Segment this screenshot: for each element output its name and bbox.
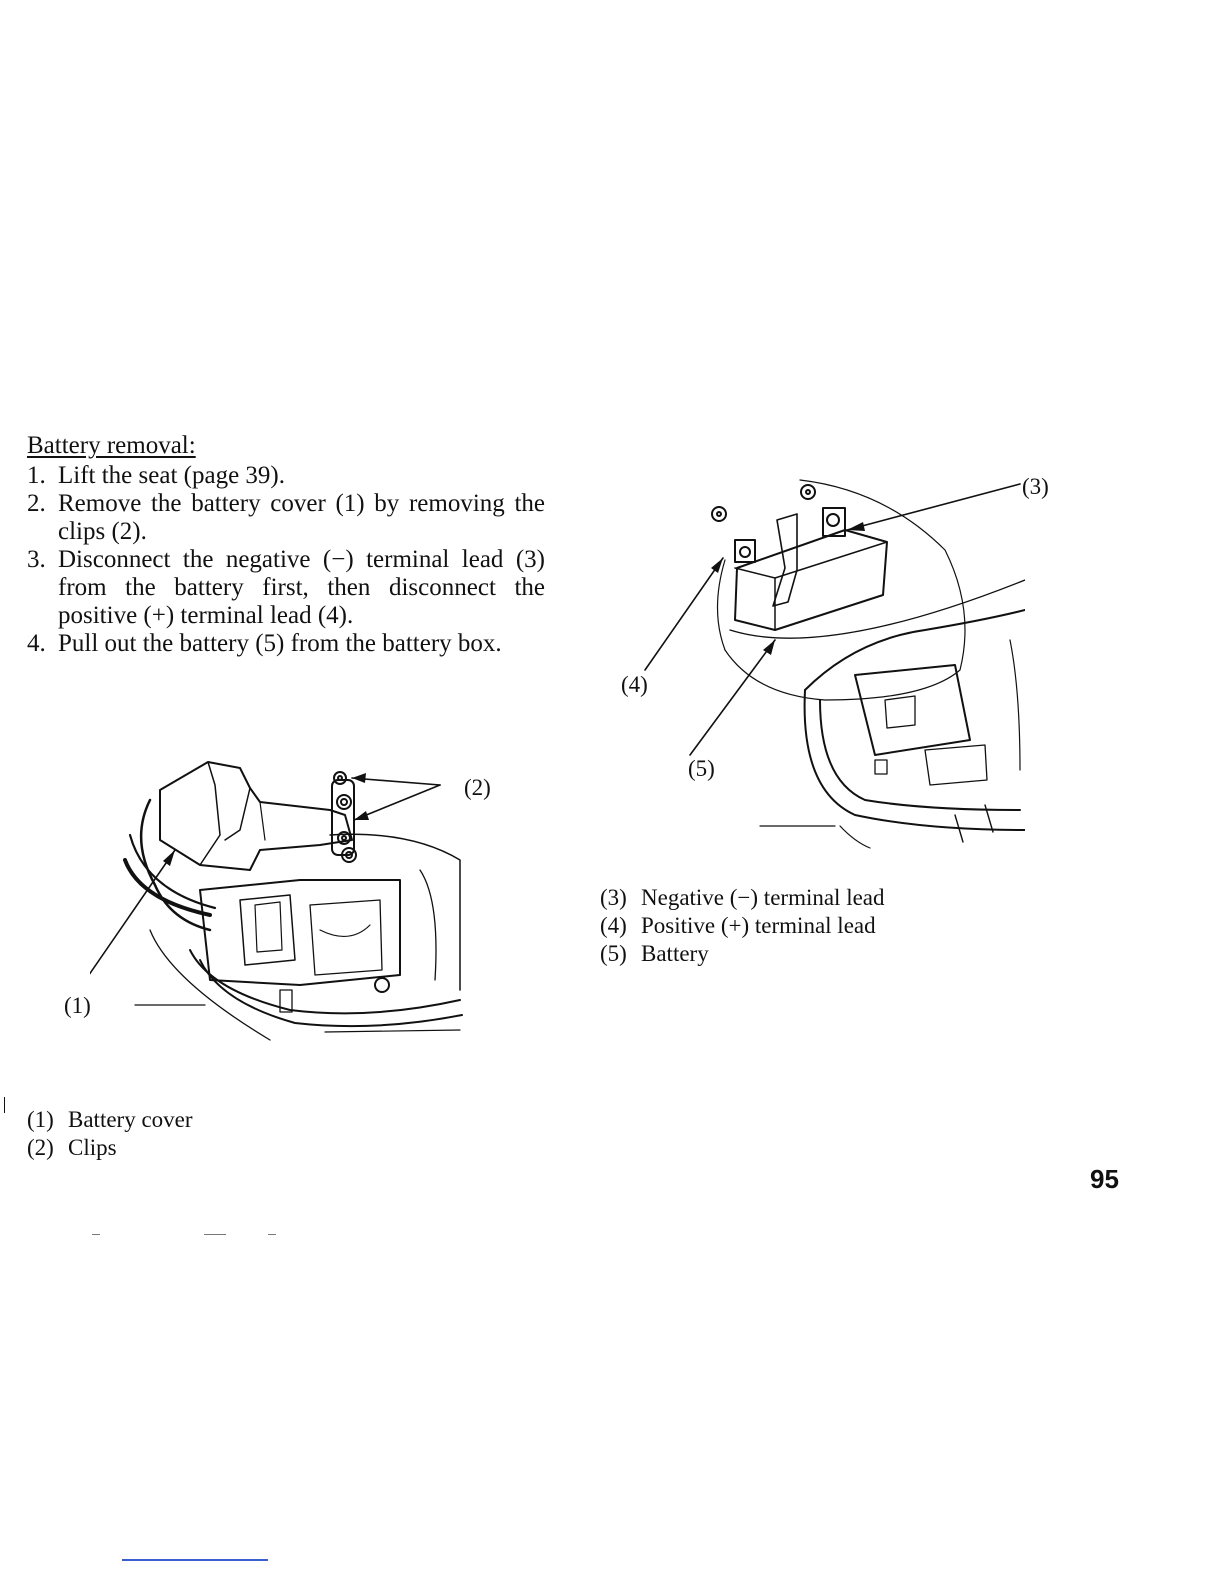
legend-ref: (2)	[27, 1135, 54, 1160]
step-item: 1. Lift the seat (page 39).	[27, 462, 545, 490]
callout-negative-lead: (3)	[1022, 474, 1049, 499]
edge-mark	[4, 1097, 5, 1113]
callout-battery-cover: (1)	[64, 993, 91, 1018]
legend-ref: (4)	[600, 913, 627, 938]
legend-ref: (3)	[600, 885, 627, 910]
step-number: 1.	[27, 462, 46, 489]
legend-ref: (1)	[27, 1107, 54, 1132]
bottom-rule	[122, 1559, 268, 1561]
battery-terminal-illustration	[644, 479, 1025, 849]
legend-item: (2) Clips	[27, 1134, 193, 1162]
legend-item: (1) Battery cover	[27, 1106, 193, 1134]
legend-label: Positive (+) terminal lead	[641, 913, 876, 938]
callout-battery: (5)	[688, 756, 715, 781]
figure-left-legend: (1) Battery cover (2) Clips	[27, 1106, 193, 1162]
step-number: 2.	[27, 490, 46, 517]
figure-right-legend: (3) Negative (−) terminal lead (4) Positiv…	[600, 884, 885, 968]
legend-label: Battery	[641, 941, 709, 966]
legend-item: (3) Negative (−) terminal lead	[600, 884, 885, 912]
battery-cover-illustration	[90, 761, 463, 1041]
legend-label: Negative (−) terminal lead	[641, 885, 885, 910]
instruction-steps: 1. Lift the seat (page 39). 2. Remove the …	[27, 462, 545, 658]
page-number: 95	[1090, 1164, 1119, 1194]
step-text: Disconnect the negative (−) terminal lea…	[58, 546, 545, 629]
callout-clips: (2)	[464, 775, 491, 800]
scan-mark	[204, 1234, 226, 1235]
step-number: 4.	[27, 630, 46, 657]
legend-ref: (5)	[600, 941, 627, 966]
section-title: Battery removal:	[27, 432, 196, 459]
step-item: 4. Pull out the battery (5) from the batt…	[27, 630, 545, 658]
step-item: 3. Disconnect the negative (−) terminal l…	[27, 546, 545, 630]
scan-mark	[92, 1234, 100, 1235]
step-text: Pull out the battery (5) from the batter…	[58, 630, 502, 657]
legend-item: (4) Positive (+) terminal lead	[600, 912, 885, 940]
step-text: Remove the battery cover (1) by removing…	[58, 490, 545, 545]
legend-label: Clips	[68, 1135, 117, 1160]
callout-positive-lead: (4)	[621, 672, 648, 697]
step-text: Lift the seat (page 39).	[58, 462, 285, 489]
legend-item: (5) Battery	[600, 940, 885, 968]
step-item: 2. Remove the battery cover (1) by removi…	[27, 490, 545, 546]
legend-label: Battery cover	[68, 1107, 193, 1132]
scan-mark	[268, 1234, 276, 1235]
step-number: 3.	[27, 546, 46, 573]
